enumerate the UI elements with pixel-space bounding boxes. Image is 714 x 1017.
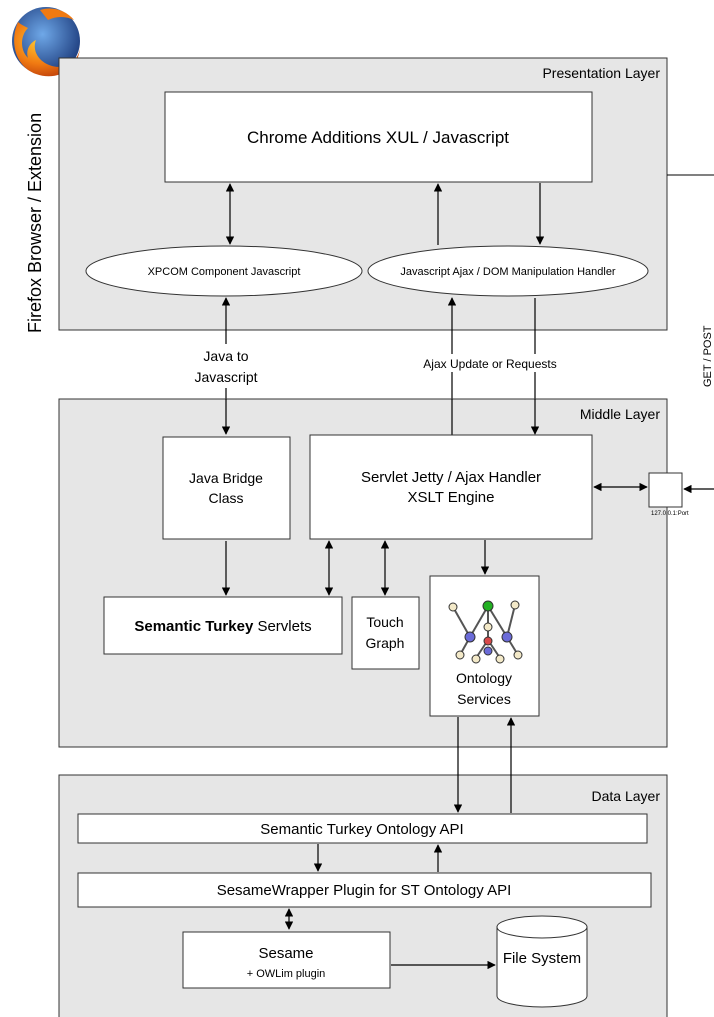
- servlet-jetty-line1: Servlet Jetty / Ajax Handler: [361, 469, 541, 486]
- chrome-additions-label: Chrome Additions XUL / Javascript: [247, 128, 509, 147]
- java-to-js-line2: Javascript: [194, 369, 257, 385]
- chrome-additions-box: [164, 91, 593, 183]
- st-servlets-box: [103, 596, 343, 655]
- sesame-wrapper-label: SesameWrapper Plugin for ST Ontology API: [217, 882, 512, 899]
- servlet-jetty-line2: XSLT Engine: [407, 489, 494, 506]
- java-to-js-line1: Java to: [203, 348, 248, 364]
- port-box: [648, 472, 683, 508]
- sesame-label: Sesame: [258, 945, 313, 962]
- file-system-label: File System: [503, 950, 581, 967]
- presentation-layer-title: Presentation Layer: [542, 65, 660, 81]
- sesame-box: [182, 931, 391, 989]
- get-post-label: GET / POST: [702, 325, 714, 387]
- touch-graph-line2: Graph: [366, 635, 405, 651]
- ajax-dom-handler-label: Javascript Ajax / DOM Manipulation Handl…: [400, 266, 616, 278]
- java-bridge-box: [162, 436, 291, 540]
- owlim-label: + OWLim plugin: [247, 968, 326, 980]
- middle-layer-title: Middle Layer: [580, 406, 660, 422]
- st-ontology-api-label: Semantic Turkey Ontology API: [260, 821, 463, 838]
- data-layer-title: Data Layer: [592, 788, 661, 804]
- ajax-update-label: Ajax Update or Requests: [423, 357, 556, 371]
- touch-graph-line1: Touch: [366, 614, 403, 630]
- ajax-dom-handler-ellipse: [367, 245, 649, 297]
- java-bridge-line1: Java Bridge: [189, 470, 263, 486]
- xpcom-component-label: XPCOM Component Javascript: [148, 266, 301, 278]
- ontology-services-line1: Ontology: [456, 670, 512, 686]
- xpcom-component-ellipse: [85, 245, 363, 297]
- port-label: 127.0.0.1:Port: [651, 511, 689, 517]
- st-ontology-api-box: [77, 813, 648, 844]
- ontology-graph-icon: [448, 600, 523, 664]
- side-label: Firefox Browser / Extension: [25, 113, 45, 333]
- sesame-wrapper-box: [77, 872, 652, 908]
- touch-graph-box: [351, 596, 420, 670]
- st-servlets-label: Semantic Turkey Servlets: [134, 618, 311, 635]
- java-bridge-line2: Class: [208, 490, 243, 506]
- servlet-jetty-box: [309, 434, 593, 540]
- ontology-services-line2: Services: [457, 691, 511, 707]
- file-system-cylinder: [496, 915, 588, 1008]
